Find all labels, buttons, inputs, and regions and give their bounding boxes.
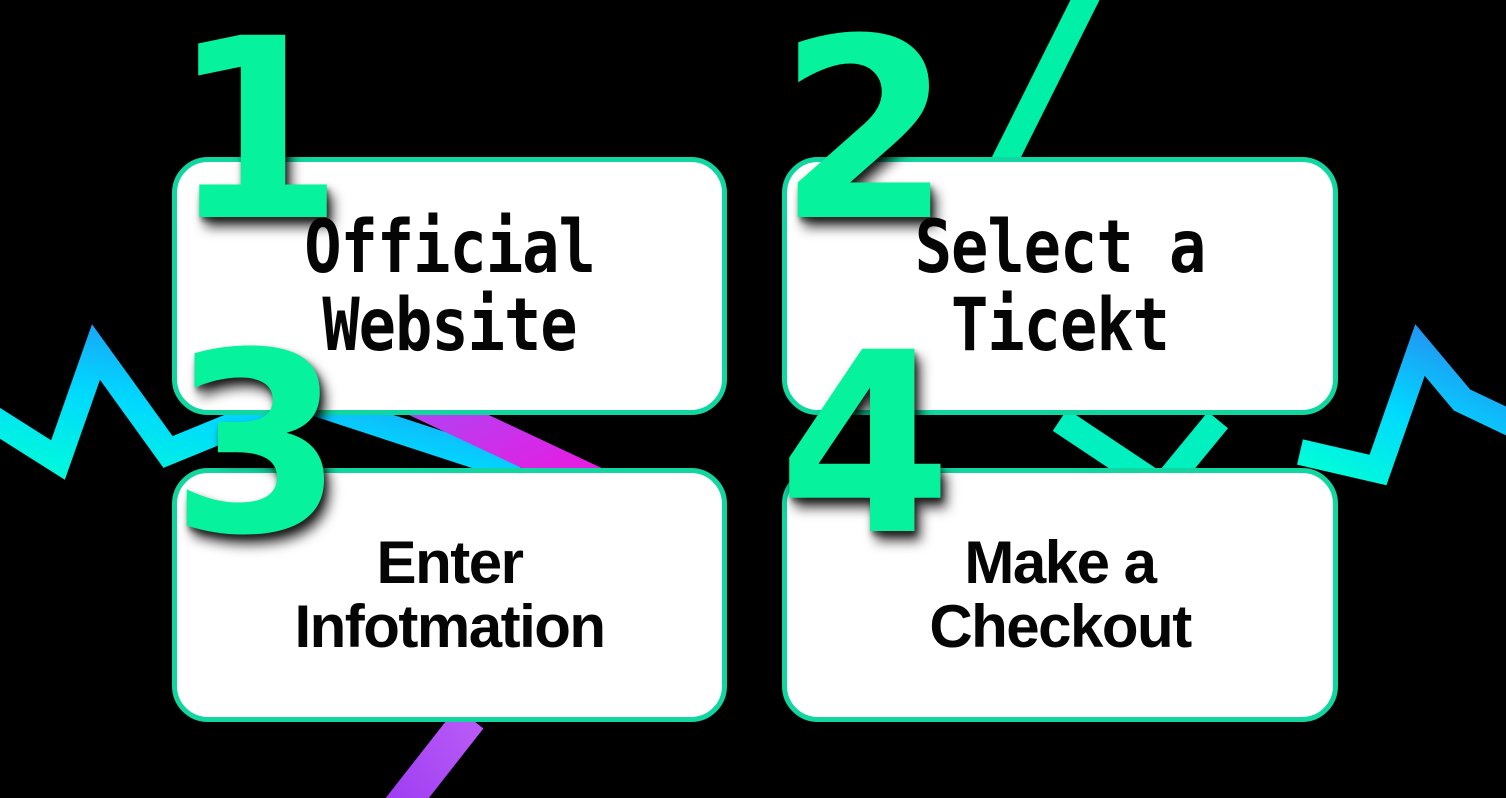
diagonal-green-top-line bbox=[988, 0, 1100, 176]
step-number-3: 3 bbox=[170, 299, 344, 590]
step-number-1: 1 bbox=[170, 0, 344, 276]
step-card-4[interactable]: Make a Checkout bbox=[782, 468, 1338, 722]
step-number-2: 2 bbox=[778, 0, 952, 276]
step-number-4: 4 bbox=[778, 299, 952, 590]
step-card-4-label: Make a Checkout bbox=[929, 529, 1192, 660]
step-card-2-label: Select a Ticekt bbox=[914, 203, 1207, 368]
step-card-3[interactable]: Enter Infotmation bbox=[172, 468, 727, 722]
step-card-3-label: Enter Infotmation bbox=[294, 529, 606, 660]
diagonal-purple-line bbox=[385, 707, 484, 798]
step-card-2[interactable]: Select a Ticekt bbox=[782, 157, 1338, 415]
